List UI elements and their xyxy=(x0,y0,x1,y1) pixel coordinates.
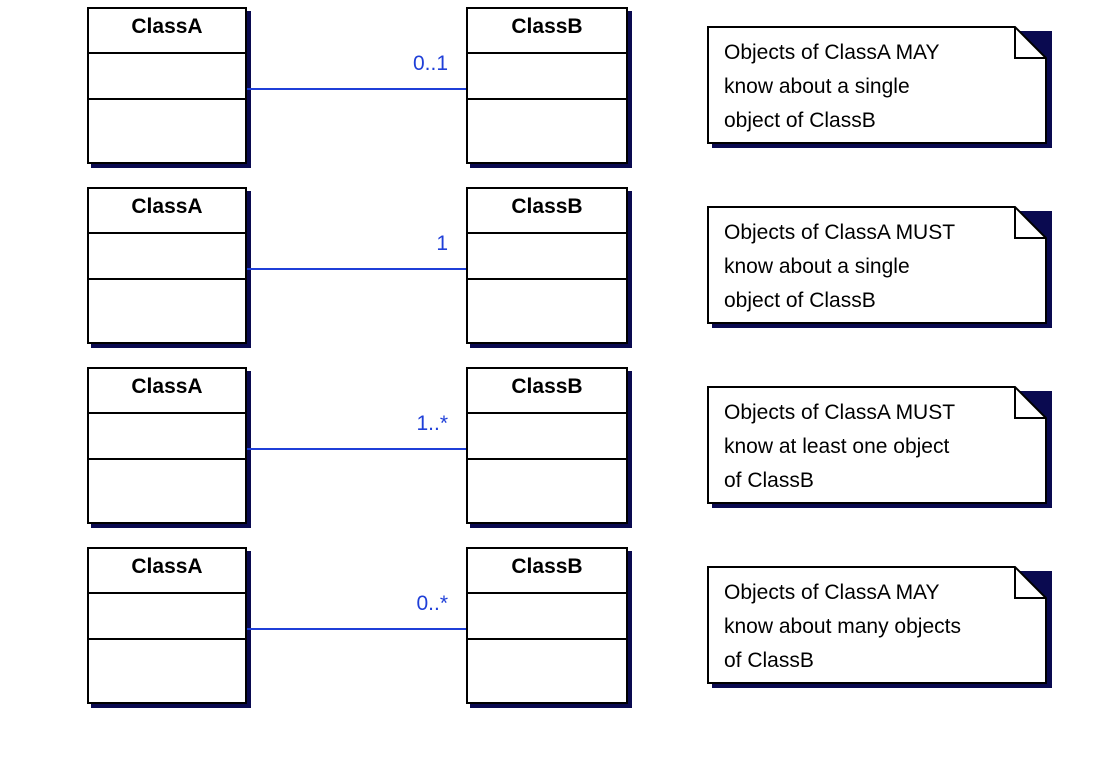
association-row-exactly-one: ClassA 1 ClassB Objects of ClassA MUST k… xyxy=(0,180,1120,350)
note: Objects of ClassA MAY know about many ob… xyxy=(707,566,1052,688)
class-a-attributes xyxy=(89,594,245,640)
class-a-box: ClassA xyxy=(87,187,247,344)
association-line xyxy=(247,268,468,270)
multiplicity-label: 0..* xyxy=(416,592,448,615)
class-b-box: ClassB xyxy=(466,547,628,704)
class-a-operations xyxy=(89,100,245,162)
note-shape xyxy=(707,566,1052,688)
class-b-attributes xyxy=(468,414,626,460)
class-b-operations xyxy=(468,460,626,522)
class-b-attributes xyxy=(468,54,626,100)
class-b-box: ClassB xyxy=(466,367,628,524)
multiplicity-label: 1 xyxy=(436,232,448,255)
note-text: Objects of ClassA MUST know at least one… xyxy=(724,401,956,492)
class-b-name: ClassB xyxy=(468,369,626,414)
class-a-operations xyxy=(89,640,245,702)
note-shape xyxy=(707,386,1052,508)
class-a-attributes xyxy=(89,414,245,460)
note-text: Objects of ClassA MUST know about a sing… xyxy=(724,221,956,312)
class-a-box: ClassA xyxy=(87,7,247,164)
note-text: Objects of ClassA MAY know about many ob… xyxy=(724,581,961,672)
note: Objects of ClassA MUST know at least one… xyxy=(707,386,1052,508)
association-line xyxy=(247,88,468,90)
association-line xyxy=(247,628,468,630)
class-b-attributes xyxy=(468,234,626,280)
association-row-zero-or-more: ClassA 0..* ClassB Objects of ClassA MAY… xyxy=(0,540,1120,710)
class-b-operations xyxy=(468,640,626,702)
note-text: Objects of ClassA MAY know about a singl… xyxy=(724,41,940,132)
class-a-box: ClassA xyxy=(87,367,247,524)
class-b-box: ClassB xyxy=(466,187,628,344)
association-row-zero-or-one: ClassA 0..1 ClassB Objects of ClassA MAY… xyxy=(0,0,1120,170)
class-a-attributes xyxy=(89,54,245,100)
class-a-operations xyxy=(89,460,245,522)
class-a-name: ClassA xyxy=(89,9,245,54)
note: Objects of ClassA MUST know about a sing… xyxy=(707,206,1052,328)
multiplicity-label: 1..* xyxy=(416,412,448,435)
association-line xyxy=(247,448,468,450)
class-b-name: ClassB xyxy=(468,549,626,594)
class-b-operations xyxy=(468,100,626,162)
class-a-box: ClassA xyxy=(87,547,247,704)
class-b-name: ClassB xyxy=(468,9,626,54)
multiplicity-label: 0..1 xyxy=(412,52,448,75)
note-shape xyxy=(707,206,1052,328)
class-b-name: ClassB xyxy=(468,189,626,234)
class-a-name: ClassA xyxy=(89,189,245,234)
class-b-attributes xyxy=(468,594,626,640)
association-row-one-or-more: ClassA 1..* ClassB Objects of ClassA MUS… xyxy=(0,360,1120,530)
note-shape xyxy=(707,26,1052,148)
note: Objects of ClassA MAY know about a singl… xyxy=(707,26,1052,148)
class-b-operations xyxy=(468,280,626,342)
class-a-attributes xyxy=(89,234,245,280)
class-a-operations xyxy=(89,280,245,342)
class-a-name: ClassA xyxy=(89,549,245,594)
class-a-name: ClassA xyxy=(89,369,245,414)
class-b-box: ClassB xyxy=(466,7,628,164)
